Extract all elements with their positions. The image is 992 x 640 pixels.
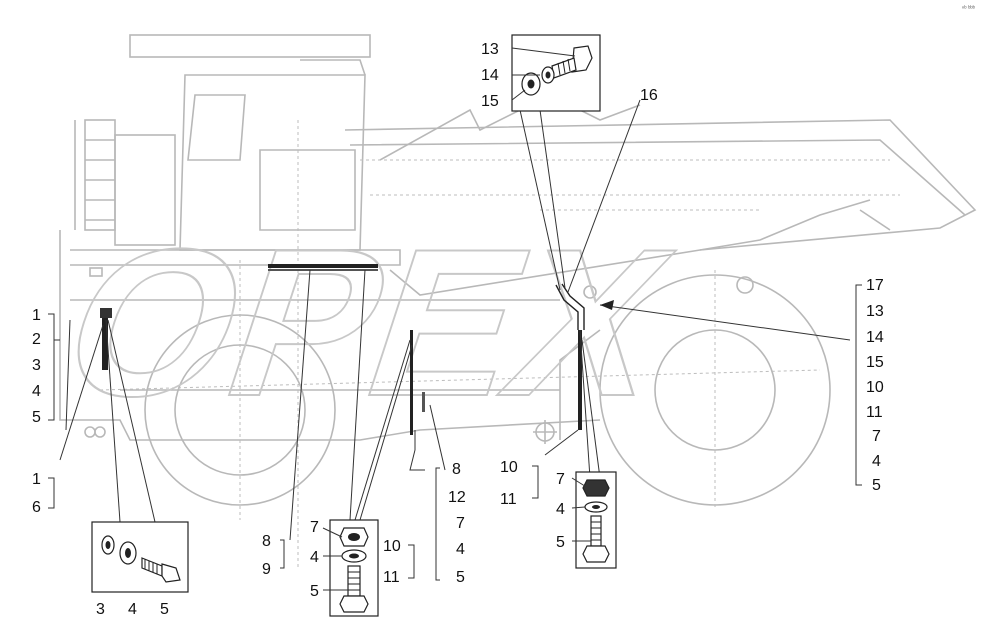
leader-lines	[59, 99, 851, 541]
callout-mid-detail-7: 7	[310, 519, 319, 536]
callout-rightcol-4: 4	[872, 453, 881, 470]
callout-midcol-11: 11	[383, 569, 400, 586]
callout-midcol-5: 5	[456, 569, 465, 586]
callout-right-detail-4: 4	[556, 501, 565, 518]
callout-left-4: 4	[32, 383, 41, 400]
callout-mid-detail-5: 5	[310, 583, 319, 600]
callout-left-bottom-6: 6	[32, 499, 41, 516]
callout-mid-8: 8	[262, 533, 271, 550]
callout-rightcol-15: 15	[866, 354, 884, 371]
callout-left-bottom-1: 1	[32, 471, 41, 488]
callout-midcol-7: 7	[456, 515, 465, 532]
callout-rightcol-10: 10	[866, 379, 884, 396]
right-detail-box	[575, 471, 617, 569]
callout-midcol-8: 8	[452, 461, 461, 478]
callout-left-detail-3: 3	[96, 601, 105, 618]
callout-labels: 1 2 3 4 5 1 6 3 4 5 8 9 7 4 5 10 11 8 12…	[32, 41, 884, 618]
callout-rightcol-7: 7	[872, 428, 881, 445]
left-detail-box	[91, 521, 189, 593]
callout-left-detail-5: 5	[160, 601, 169, 618]
callout-midcol-12: 12	[448, 489, 466, 506]
callout-mid-9: 9	[262, 561, 271, 578]
callout-rightcol-17: 17	[866, 277, 884, 294]
middle-detail-box	[329, 519, 379, 617]
callout-left-2: 2	[32, 331, 41, 348]
callout-midcol-4: 4	[456, 541, 465, 558]
corner-text: ⁿᵇ ᵇᵇᵇ	[962, 5, 976, 12]
watermark: OPEX	[37, 205, 697, 440]
middle-strip	[410, 330, 413, 435]
callout-top-16: 16	[640, 87, 658, 104]
mid-strip	[268, 264, 378, 271]
callout-rightcol-14: 14	[866, 329, 884, 346]
truck-outline	[59, 34, 977, 570]
callout-mid-detail-4: 4	[310, 549, 319, 566]
callout-top-15: 15	[481, 93, 499, 110]
top-detail-box	[511, 34, 601, 112]
callout-brackets	[48, 47, 862, 591]
callout-right-detail-5: 5	[556, 534, 565, 551]
callout-top-13: 13	[481, 41, 499, 58]
callout-left-1: 1	[32, 307, 41, 324]
callout-midcol-10: 10	[383, 538, 401, 555]
callout-top-14: 14	[481, 67, 499, 84]
callout-right-10: 10	[500, 459, 518, 476]
callout-rightcol-11: 11	[866, 404, 883, 421]
callout-left-detail-4: 4	[128, 601, 137, 618]
callout-right-11: 11	[500, 491, 517, 508]
callout-rightcol-5: 5	[872, 477, 881, 494]
callout-right-detail-7: 7	[556, 471, 565, 488]
right-bracket	[555, 283, 585, 430]
callout-left-3: 3	[32, 357, 41, 374]
left-mount	[100, 308, 112, 370]
callout-rightcol-13: 13	[866, 303, 884, 320]
callout-left-5: 5	[32, 409, 41, 426]
